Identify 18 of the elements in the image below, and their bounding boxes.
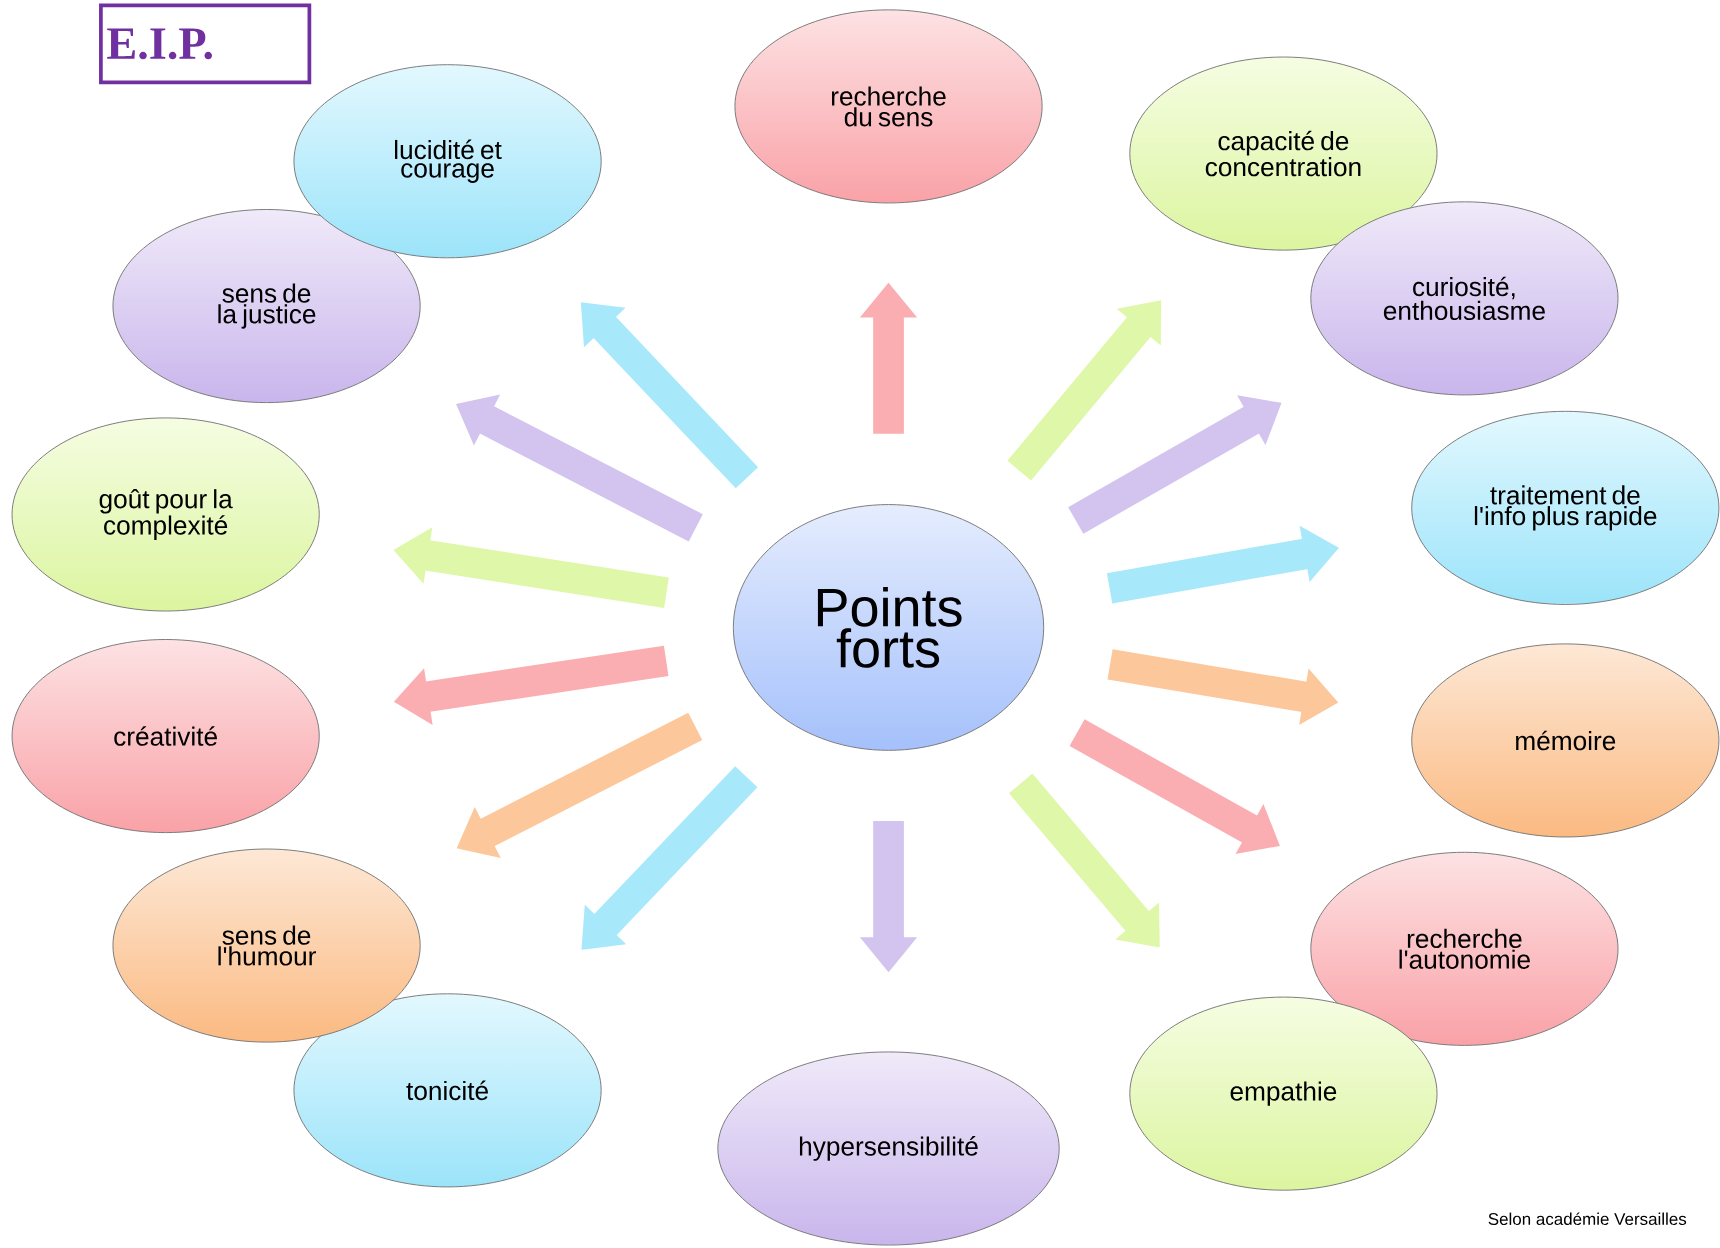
ellipse-node: sens de la justice [112,208,421,403]
ellipse-node: empathie [1129,996,1438,1191]
source-note: Selon académie Versailles [1488,1212,1687,1225]
title-box: E.I.P. [99,3,312,84]
ellipse-node: recherche du sens [734,9,1043,204]
ellipse-node: créativité [11,638,320,833]
arrow [581,766,758,950]
ellipse-node: lucidité et courage [293,64,602,259]
ellipse-node: hypersensibilité [717,1051,1060,1246]
ellipse-node: mémoire [1411,643,1720,838]
ellipse-node: traitement de l'info plus rapide [1411,410,1720,605]
ellipse-node: goût pour la complexité [11,417,320,612]
ellipse-node: tonicité [293,993,602,1188]
ellipse-node: recherche l'autonomie [1310,851,1619,1046]
ellipse-node: curiosité, enthousiasme [1310,201,1619,396]
ellipse-node: sens de l'humour [112,848,421,1043]
ellipse-node: Points forts [732,503,1045,751]
ellipse-node: capacité de concentration [1129,56,1438,251]
